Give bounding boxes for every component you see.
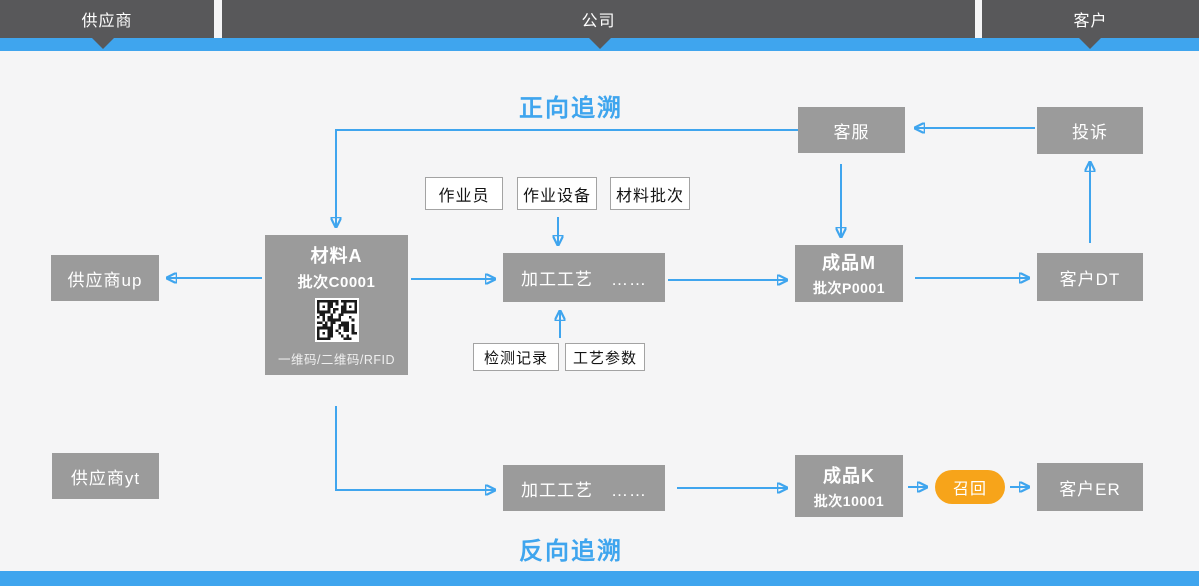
node-material-a: 材料A 批次C0001 一维码/二维码/RFID <box>265 235 408 375</box>
header-section-label: 供应商 <box>81 13 133 30</box>
node-supplier-up: 供应商up <box>51 255 159 301</box>
arrow-material-a-to-process-2 <box>335 406 494 490</box>
node-customer-service: 客服 <box>798 107 905 153</box>
header-section-supplier: 供应商 <box>0 0 214 38</box>
node-supplier-yt: 供应商yt <box>52 453 159 499</box>
node-label: 召回 <box>952 481 987 498</box>
node-batch: 批次10001 <box>813 492 885 509</box>
node-process-2: 加工工艺 …… <box>503 465 665 511</box>
node-label: 客户DT <box>1059 269 1121 289</box>
header-section-label: 公司 <box>581 13 616 30</box>
node-label: 检测记录 <box>483 349 548 367</box>
node-label: 客户ER <box>1059 479 1121 499</box>
forward-trace-title: 正向追溯 <box>519 95 623 122</box>
node-equipment: 作业设备 <box>517 177 597 210</box>
header-pointer-supplier <box>92 38 114 49</box>
header-pointer-customer <box>1079 38 1101 49</box>
node-label: 客服 <box>833 122 870 142</box>
node-product-k: 成品K 批次10001 <box>795 455 903 517</box>
node-inspection-record: 检测记录 <box>473 343 559 371</box>
node-operator: 作业员 <box>425 177 503 210</box>
node-batch: 批次C0001 <box>297 274 376 291</box>
footer-accent-bar <box>0 571 1199 586</box>
header-section-company: 公司 <box>222 0 975 38</box>
node-customer-er: 客户ER <box>1037 463 1143 511</box>
node-customer-dt: 客户DT <box>1037 253 1143 301</box>
node-label: 工艺参数 <box>572 349 637 367</box>
node-complaint: 投诉 <box>1037 107 1143 154</box>
node-label: 加工工艺 …… <box>521 270 647 289</box>
node-title: 成品M <box>822 253 876 273</box>
header-section-customer: 客户 <box>982 0 1199 38</box>
node-batch: 批次P0001 <box>813 280 885 296</box>
node-title: 成品K <box>823 465 875 486</box>
backward-trace-title: 反向追溯 <box>519 538 623 565</box>
node-label: 供应商yt <box>70 468 141 488</box>
node-product-m: 成品M 批次P0001 <box>795 245 903 302</box>
node-process-1: 加工工艺 …… <box>503 253 665 302</box>
qr-code-icon <box>314 298 359 342</box>
node-label: 作业设备 <box>522 187 591 205</box>
node-label: 材料批次 <box>615 187 684 205</box>
node-label: 加工工艺 …… <box>521 480 647 500</box>
header-pointer-company <box>589 38 611 49</box>
node-label: 投诉 <box>1072 123 1108 142</box>
node-process-params: 工艺参数 <box>565 343 645 371</box>
node-material-batch: 材料批次 <box>610 177 690 210</box>
node-title: 材料A <box>310 246 363 266</box>
node-recall-badge: 召回 <box>935 470 1005 504</box>
node-label: 作业员 <box>438 187 490 205</box>
node-label: 供应商up <box>67 270 143 290</box>
header-section-label: 客户 <box>1073 13 1108 30</box>
node-caption: 一维码/二维码/RFID <box>277 353 396 367</box>
